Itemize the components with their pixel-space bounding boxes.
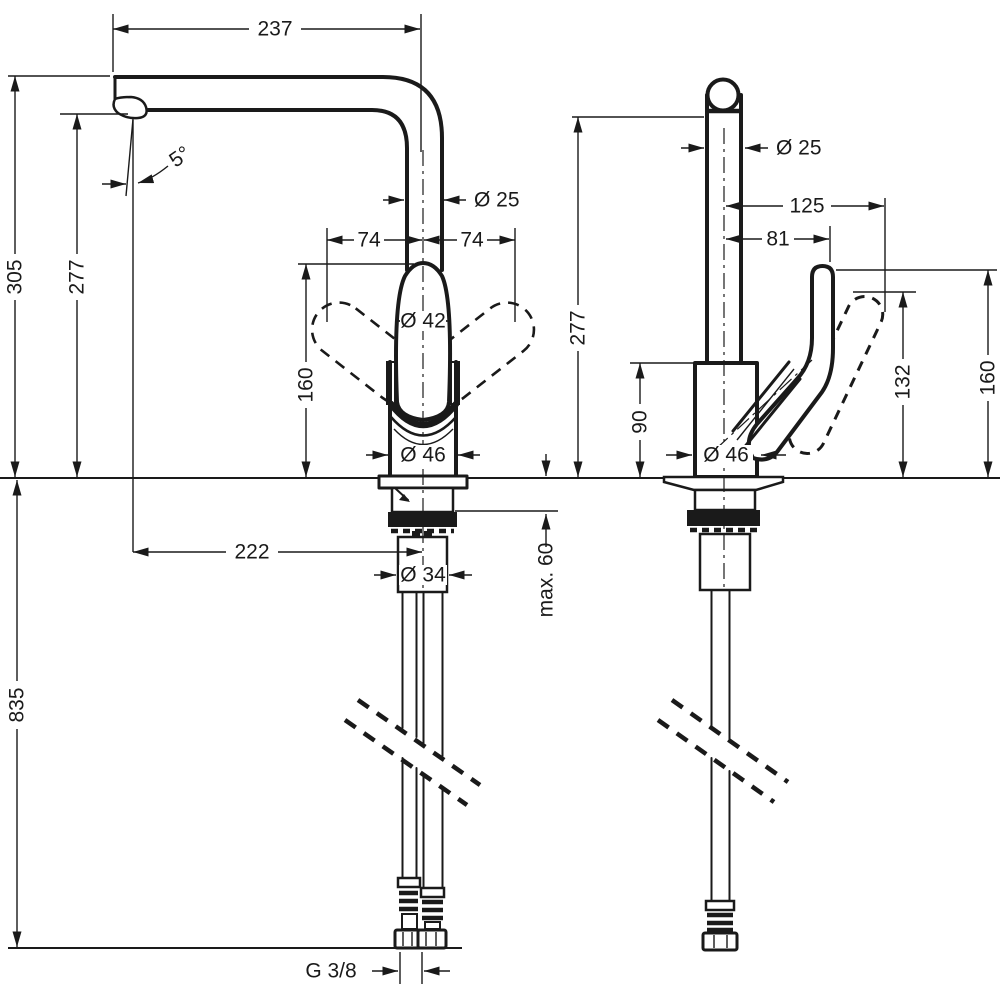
dim-label-222: 222 bbox=[234, 541, 269, 564]
dim-label-160-front: 160 bbox=[295, 367, 318, 402]
shank-detail-right bbox=[424, 531, 432, 537]
hose-connector-side bbox=[701, 899, 739, 952]
dim-label-74-right: 74 bbox=[460, 229, 484, 252]
mounting-shank-side bbox=[698, 532, 752, 592]
hose-break-line-side-1 bbox=[670, 698, 790, 784]
supply-hose-side bbox=[710, 589, 731, 904]
dim-label-dia42: Ø 42 bbox=[400, 310, 446, 333]
spout-inner-outline bbox=[146, 108, 409, 272]
hose-break-line-2 bbox=[343, 718, 469, 807]
under-counter-body-side bbox=[693, 488, 757, 512]
dim-label-dia25-side: Ø 25 bbox=[776, 137, 822, 160]
cartridge-axis-centerline bbox=[715, 359, 813, 450]
aerator bbox=[112, 95, 148, 120]
dim-label-160-side: 160 bbox=[977, 360, 1000, 395]
spout-outer-outline bbox=[113, 75, 444, 272]
cartridge-joint-line-3 bbox=[736, 368, 795, 441]
front-view-dimensions: 237 305 277 5° Ø 25 74 74 Ø 42 bbox=[4, 14, 558, 984]
dim-label-max60: max. 60 bbox=[535, 543, 558, 618]
dim-label-237: 237 bbox=[257, 18, 292, 41]
dim-label-132: 132 bbox=[892, 364, 915, 399]
shank-detail-left bbox=[412, 531, 420, 537]
handle-lever-solid bbox=[746, 264, 835, 462]
spray-axis-tilted bbox=[125, 118, 134, 197]
side-view bbox=[656, 77, 885, 952]
dim-label-dia34: Ø 34 bbox=[400, 564, 446, 587]
dim-label-dia25-front: Ø 25 bbox=[474, 189, 520, 212]
lever-raised-dashed bbox=[787, 294, 885, 456]
hose-break-line-1 bbox=[356, 698, 482, 787]
dim-label-125: 125 bbox=[789, 195, 824, 218]
hose-break-line-side-2 bbox=[656, 718, 776, 804]
dim-label-dia46-front: Ø 46 bbox=[400, 444, 446, 467]
hose-connector-right bbox=[416, 886, 448, 950]
swivel-collar-arc-mid bbox=[389, 415, 458, 437]
dim-label-277-side: 277 bbox=[567, 310, 590, 345]
handle-dome bbox=[394, 261, 453, 422]
dim-label-81: 81 bbox=[766, 228, 789, 251]
hose-connector-left bbox=[393, 876, 424, 950]
dim-label-835: 835 bbox=[6, 687, 29, 722]
side-view-dimensions: 277 Ø 25 125 81 90 132 160 Ø 46 bbox=[567, 116, 1000, 477]
dim-label-90: 90 bbox=[629, 410, 652, 433]
front-view bbox=[112, 75, 536, 950]
dim-label-305: 305 bbox=[4, 259, 27, 294]
cartridge-joint-line-2 bbox=[741, 377, 802, 451]
dim-label-5deg: 5° bbox=[165, 142, 195, 172]
fixation-arrow-head bbox=[399, 494, 410, 502]
dim-label-g38: G 3/8 bbox=[305, 960, 356, 983]
spout-end-circle bbox=[705, 77, 741, 113]
supply-hoses bbox=[401, 591, 444, 891]
dim-label-277-front: 277 bbox=[66, 259, 89, 294]
dim-label-dia46-side: Ø 46 bbox=[703, 444, 749, 467]
cartridge-joint-line-1 bbox=[731, 360, 791, 433]
dim-label-74-left: 74 bbox=[357, 229, 381, 252]
